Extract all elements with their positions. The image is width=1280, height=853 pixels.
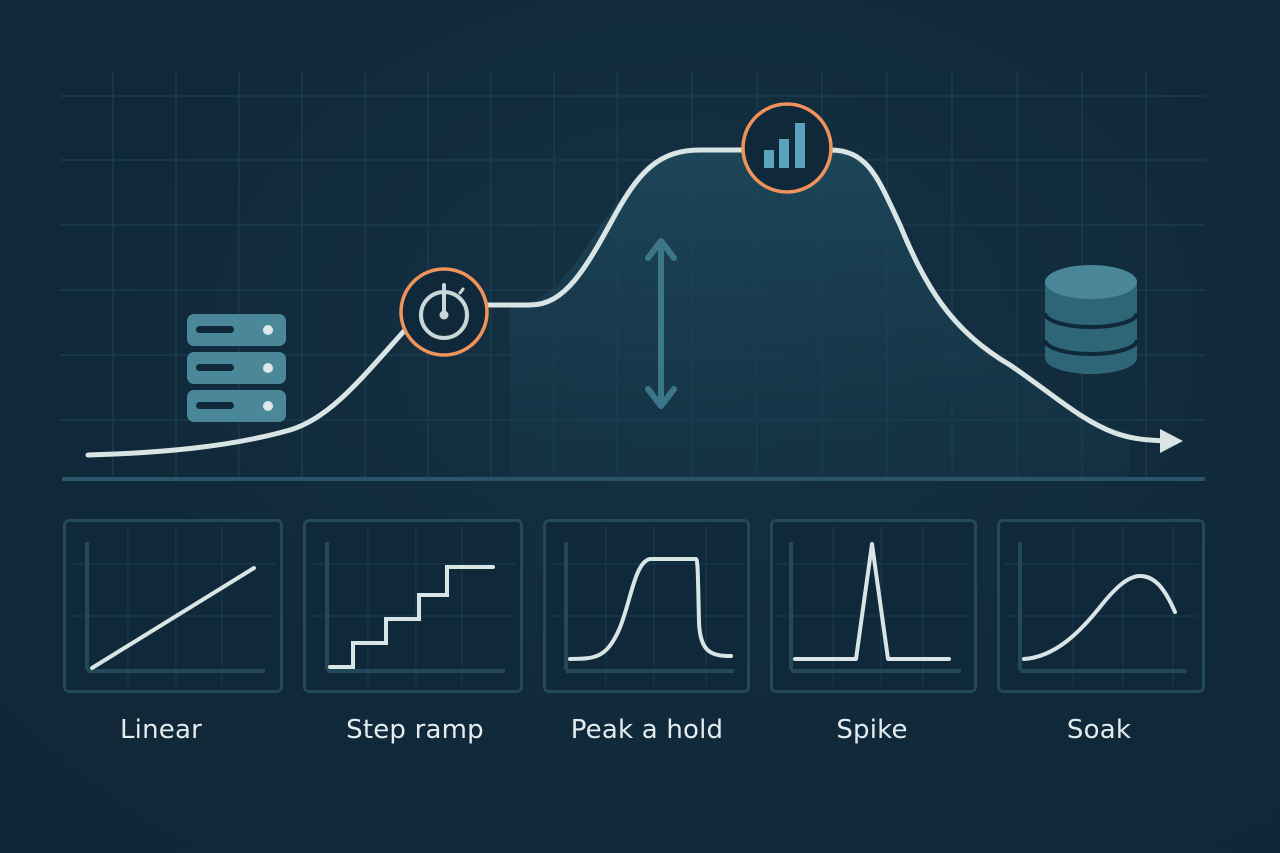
vertical-double-arrow-icon [645, 238, 677, 409]
stopwatch-icon [399, 267, 489, 357]
load-profile-curve [85, 147, 1168, 458]
pattern-label-linear: Linear [119, 715, 202, 745]
peak-area-fill [510, 150, 1130, 478]
pattern-panel-step-ramp[interactable] [303, 519, 523, 693]
spike-pattern-chart [777, 526, 970, 686]
pattern-panel-spike[interactable] [770, 519, 977, 693]
peak-hold-pattern-chart [550, 526, 743, 686]
linear-pattern-chart [70, 526, 276, 686]
pattern-label-spike: Spike [836, 715, 908, 745]
step-ramp-pattern-chart [310, 526, 516, 686]
pattern-label-step-ramp: Step ramp [346, 715, 484, 745]
curve-arrowhead-icon [1160, 429, 1183, 453]
pattern-panel-soak[interactable] [997, 519, 1205, 693]
database-icon [1043, 265, 1139, 374]
server-rack-icon [187, 314, 286, 422]
pattern-label-soak: Soak [1066, 715, 1132, 745]
pattern-panel-linear[interactable] [63, 519, 283, 693]
bar-chart-icon [741, 102, 833, 194]
pattern-label-peak-hold: Peak a hold [570, 715, 724, 745]
pattern-panel-peak-hold[interactable] [543, 519, 750, 693]
soak-pattern-chart [1004, 526, 1198, 686]
